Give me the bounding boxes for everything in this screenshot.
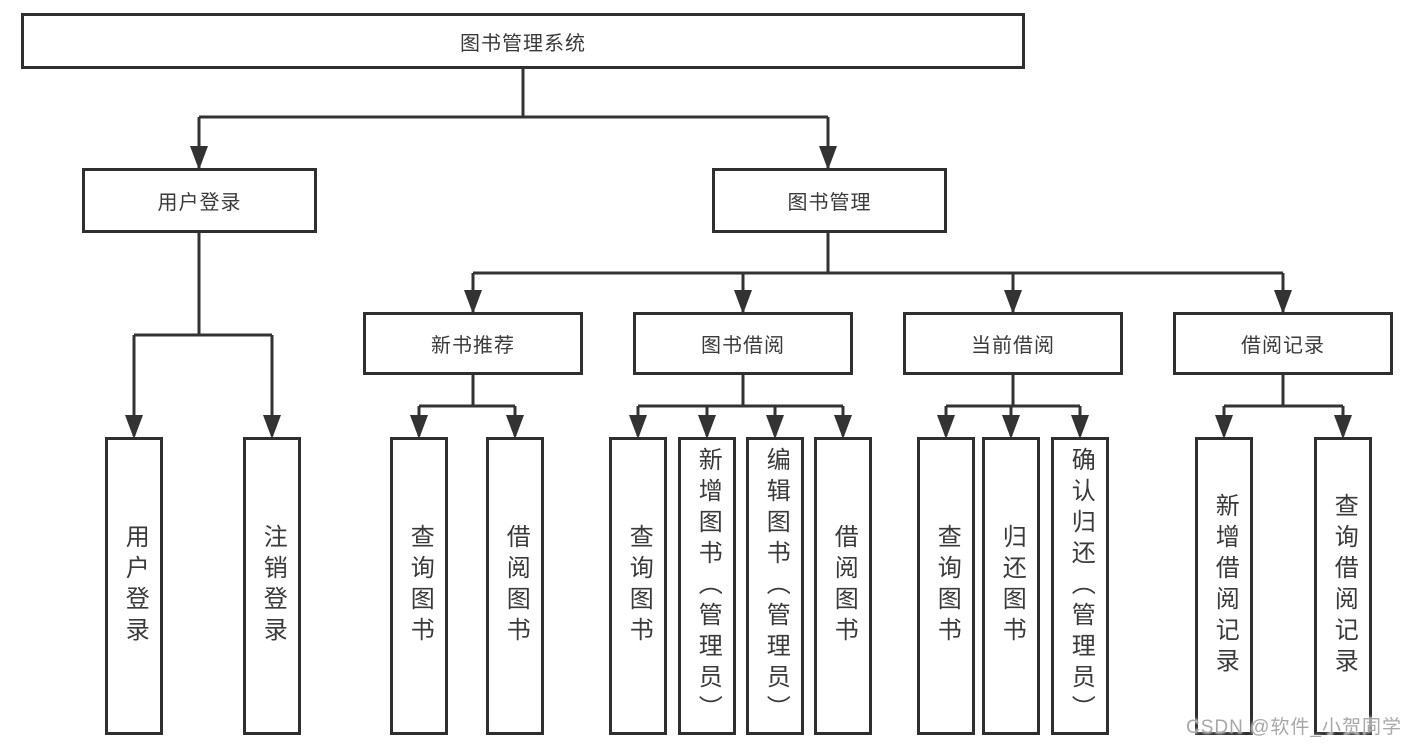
leaf-current-query-books: 查询图书 [917,437,975,735]
node-borrow-records-label: 借阅记录 [1241,335,1325,357]
node-user-login-label: 用户登录 [157,192,242,214]
node-book-borrow: 图书借阅 [633,312,853,375]
leaf-borrow-borrow-books-label: 借阅图书 [830,524,858,648]
leaf-records-add-record: 新增借阅记录 [1195,437,1253,735]
leaf-current-return-books: 归还图书 [982,437,1040,735]
leaf-newrec-borrow-books-label: 借阅图书 [502,524,530,648]
leaf-newrec-query-books: 查询图书 [390,437,448,735]
leaf-borrow-query-books-label: 查询图书 [625,524,653,648]
arrowheads [125,146,1352,439]
leaf-records-query-record: 查询借阅记录 [1314,437,1372,735]
leaf-logout-label: 注销登录 [259,524,287,648]
leaf-borrow-borrow-books: 借阅图书 [814,437,872,735]
node-borrow-records: 借阅记录 [1173,312,1393,375]
node-current-borrow-label: 当前借阅 [971,335,1055,357]
node-root-label: 图书管理系统 [460,32,586,55]
node-root: 图书管理系统 [21,13,1025,69]
connector-edges [132,68,1345,436]
node-new-book-recommend: 新书推荐 [363,312,583,375]
leaf-borrow-edit-books-admin: 编辑图书（管理员） [746,437,804,735]
node-user-login: 用户登录 [82,168,317,233]
leaf-logout: 注销登录 [243,437,301,735]
leaf-current-confirm-return-admin: 确认归还（管理员） [1051,437,1109,735]
leaf-borrow-edit-books-admin-label: 编辑图书（管理员） [762,446,790,726]
node-new-book-recommend-label: 新书推荐 [431,335,515,357]
leaf-current-return-books-label: 归还图书 [998,524,1026,648]
leaf-current-confirm-return-admin-label: 确认归还（管理员） [1067,446,1095,726]
leaf-borrow-add-books-admin-label: 新增图书（管理员） [694,446,722,726]
csdn-watermark: CSDN @软件_小贺同学 [1186,717,1402,738]
node-book-borrow-label: 图书借阅 [701,335,785,357]
leaf-records-add-record-label: 新增借阅记录 [1211,493,1239,679]
leaf-borrow-add-books-admin: 新增图书（管理员） [678,437,736,735]
node-current-borrow: 当前借阅 [903,312,1123,375]
node-book-management: 图书管理 [712,168,947,233]
leaf-current-query-books-label: 查询图书 [933,524,961,648]
node-book-management-label: 图书管理 [787,192,872,214]
leaf-newrec-borrow-books: 借阅图书 [486,437,544,735]
leaf-user-login: 用户登录 [105,437,163,735]
leaf-records-query-record-label: 查询借阅记录 [1330,493,1358,679]
leaf-newrec-query-books-label: 查询图书 [406,524,434,648]
leaf-borrow-query-books: 查询图书 [609,437,667,735]
leaf-user-login-label: 用户登录 [121,524,149,648]
